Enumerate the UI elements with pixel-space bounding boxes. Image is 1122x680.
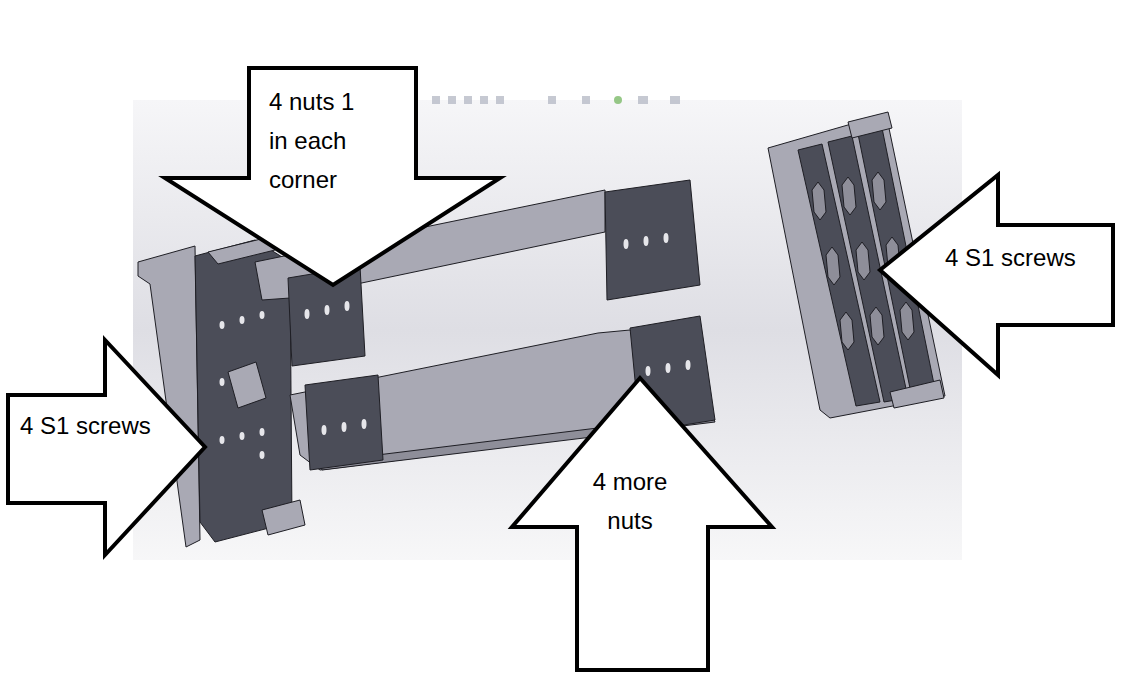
toolbar-icons	[432, 96, 680, 104]
bolt-holes	[220, 311, 265, 459]
cad-shape	[480, 96, 488, 104]
cad-shape	[432, 96, 440, 104]
block-arrow-outline	[165, 68, 500, 285]
cad-shape	[686, 360, 691, 370]
block-arrow-outline	[512, 378, 772, 670]
callout-arrow: 4 nuts 1 in each corner	[165, 68, 500, 285]
callout-text: 4 S1 screws	[20, 406, 185, 445]
cad-shape	[464, 96, 472, 104]
cad-shape	[812, 182, 826, 220]
cad-shape	[362, 419, 367, 429]
cad-shape	[900, 302, 914, 340]
cad-shape	[342, 422, 347, 432]
cad-shape	[614, 96, 622, 104]
cad-shape	[220, 436, 225, 444]
cad-shape	[345, 301, 350, 311]
cad-shape	[644, 236, 649, 246]
cad-shape	[664, 233, 669, 243]
cad-shape	[448, 96, 456, 104]
cad-shape	[220, 321, 225, 329]
cad-shape	[670, 96, 680, 104]
cad-shape	[638, 96, 648, 104]
callout-text: 4 nuts 1 in each corner	[269, 82, 369, 199]
block-arrow-outline	[8, 340, 205, 555]
end-tab	[262, 500, 305, 535]
cad-shape	[260, 311, 265, 319]
cad-shape	[220, 378, 225, 386]
cad-shape	[305, 309, 310, 319]
callout-arrow: 4 S1 screws	[8, 340, 205, 555]
cad-shape	[548, 96, 556, 104]
cad-shape	[260, 428, 265, 436]
cad-shape	[496, 96, 504, 104]
callout-arrow: 4 S1 screws	[880, 175, 1113, 375]
cad-shape	[870, 307, 884, 345]
cap-tab	[890, 380, 944, 408]
cad-shape	[856, 242, 870, 280]
cad-shape	[666, 363, 671, 373]
block-arrow-shape	[880, 175, 1113, 375]
cad-shape	[240, 316, 245, 324]
callout-text: 4 S1 screws	[945, 238, 1110, 277]
cad-shape	[582, 96, 590, 104]
frame-part	[138, 180, 715, 547]
cad-shape	[624, 239, 629, 249]
cad-shape	[646, 366, 651, 376]
center-boss	[228, 362, 266, 408]
callout-text: 4 more nuts	[570, 462, 690, 540]
nut-block	[605, 180, 700, 300]
nut-block	[305, 375, 383, 470]
cad-shape	[826, 247, 840, 285]
block-arrow-outline	[880, 175, 1113, 375]
cap-tab	[848, 112, 892, 138]
callout-arrow: 4 more nuts	[512, 378, 772, 670]
cad-shape	[325, 305, 330, 315]
cad-shape	[260, 451, 265, 459]
cad-shape	[842, 177, 856, 215]
cad-shape	[240, 432, 245, 440]
block-arrow-shape	[8, 340, 205, 555]
cad-shape	[840, 312, 854, 350]
cad-shape	[322, 425, 327, 435]
cad-shape	[872, 172, 886, 210]
